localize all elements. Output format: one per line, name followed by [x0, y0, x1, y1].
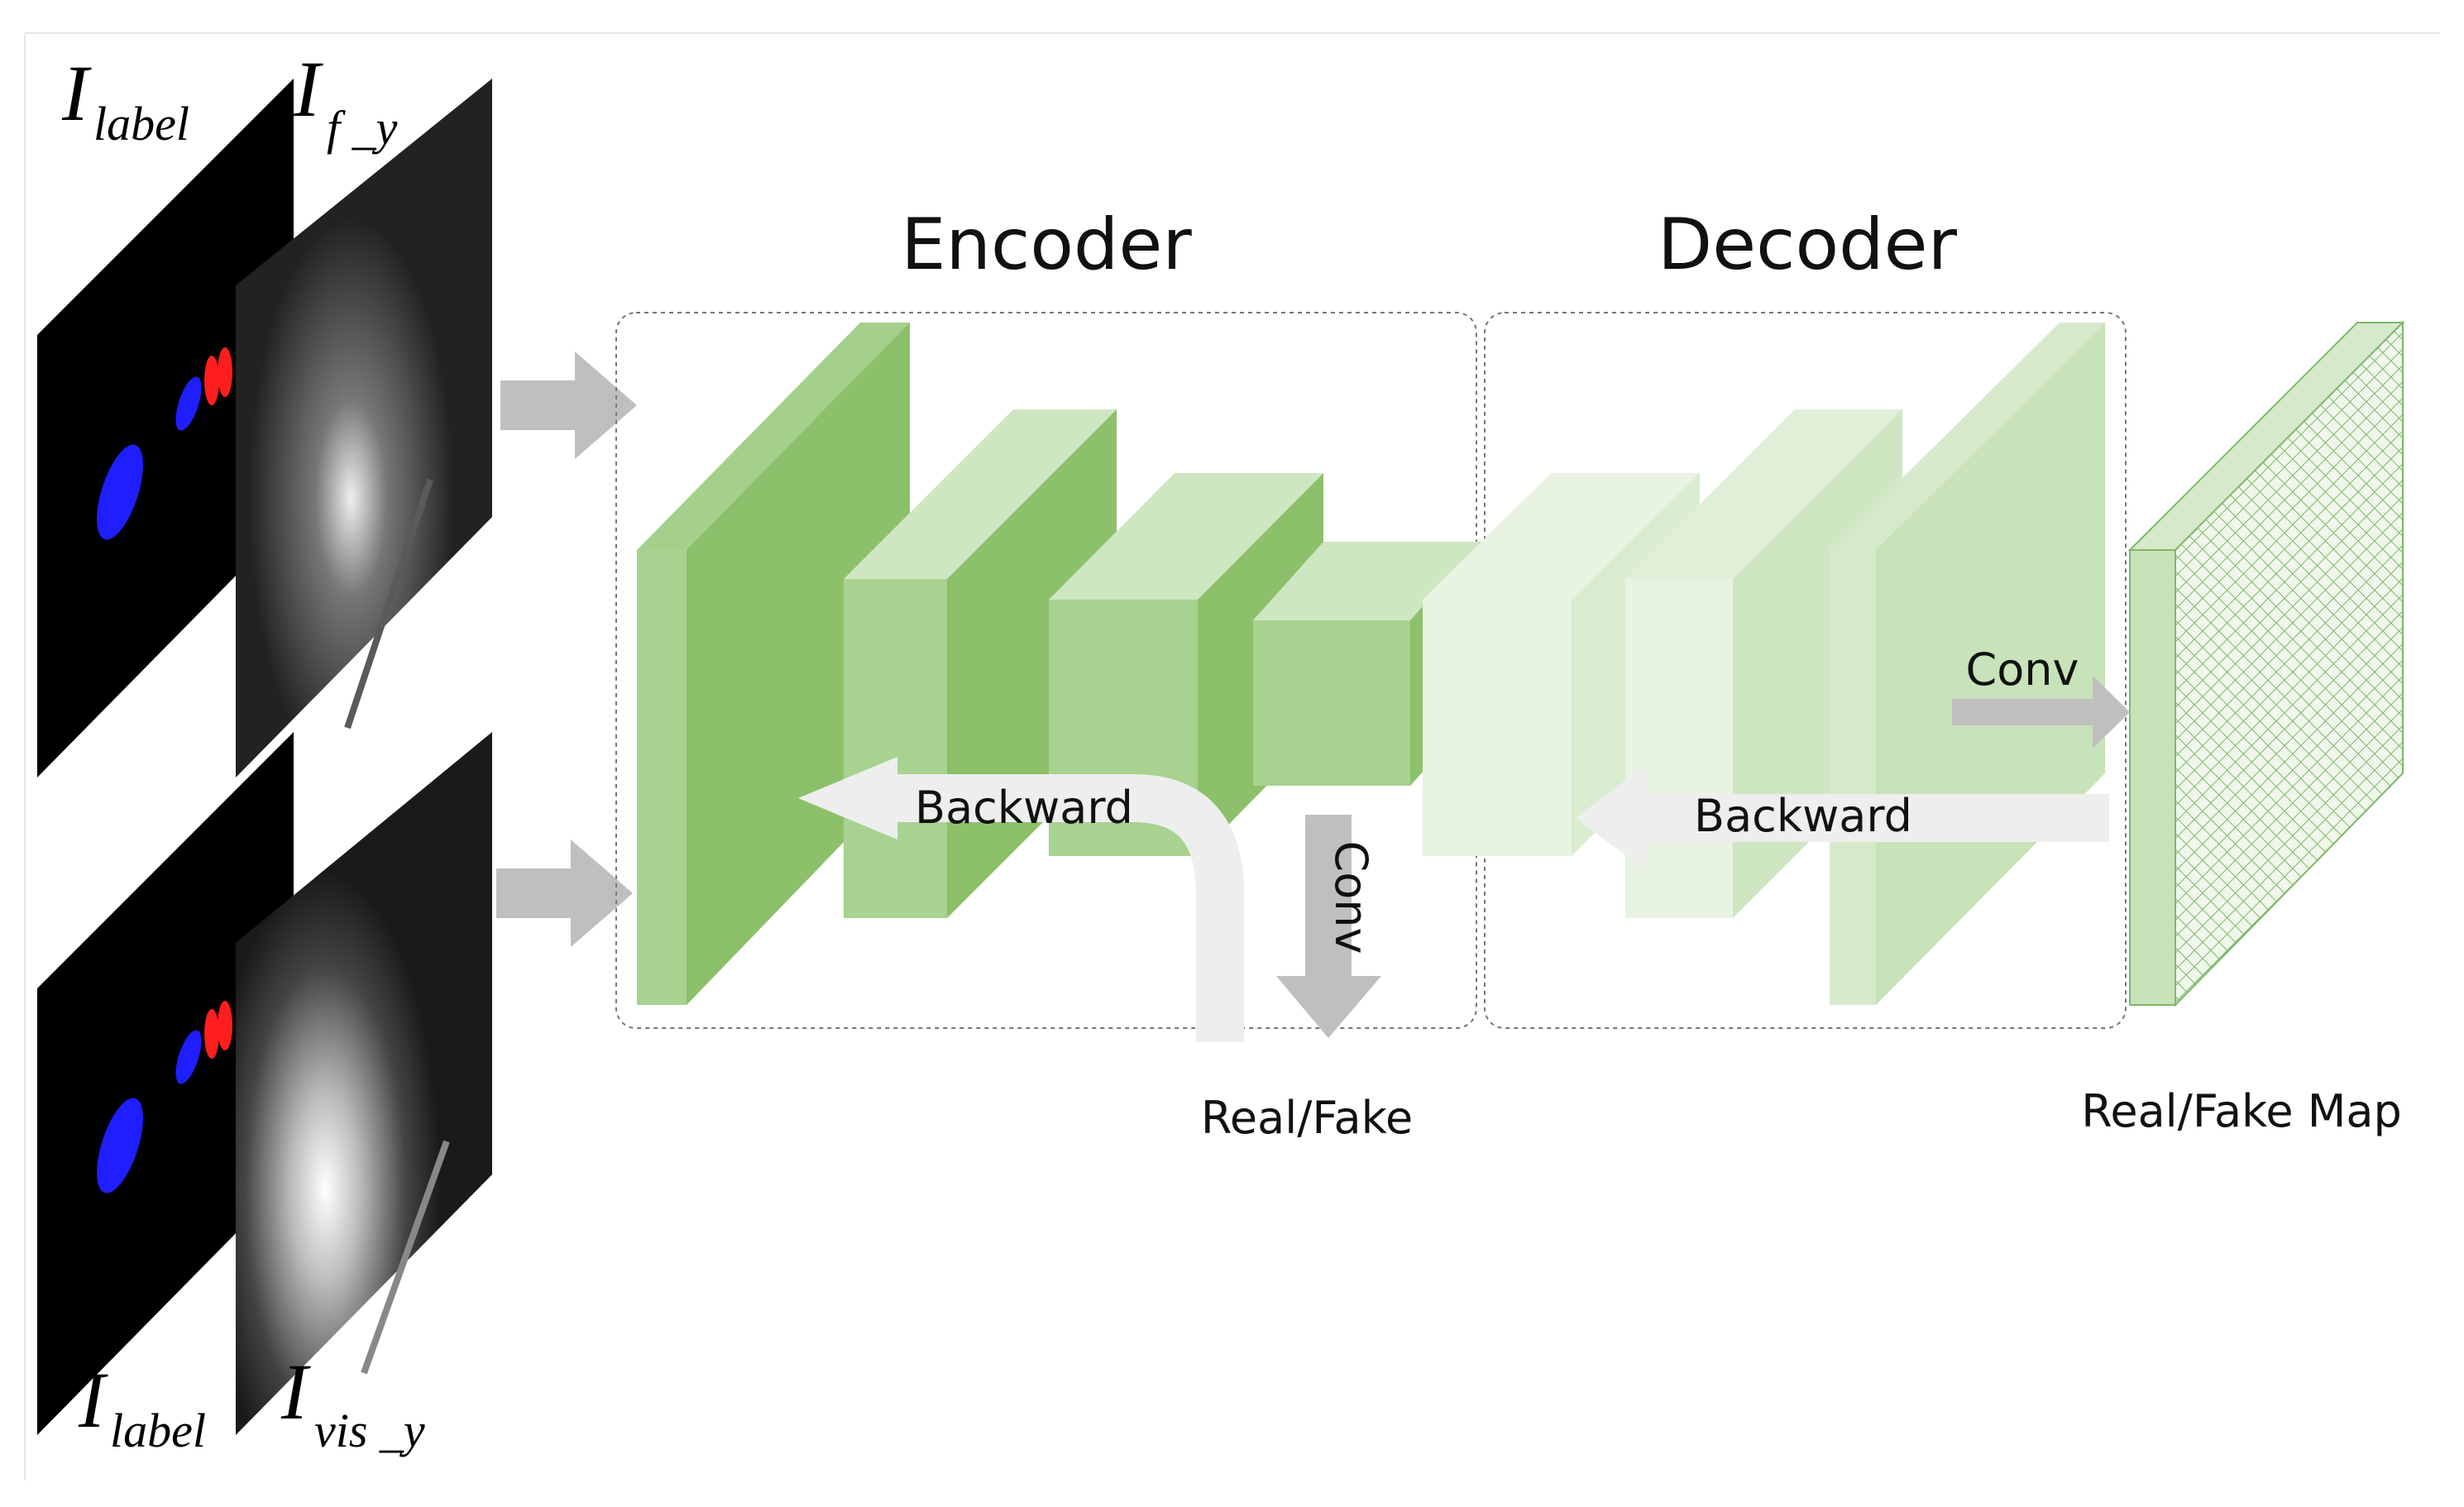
- mask-blue-small-bottom: [175, 1030, 202, 1084]
- encoder-container: [615, 312, 1477, 1029]
- mask-red-left-top: [204, 356, 219, 405]
- decoder-backward-arrow-shaft: [1646, 794, 2109, 842]
- input-stack-bottom: [37, 732, 492, 1435]
- encoder-block-1: [637, 323, 910, 1005]
- input-arrow-top: [500, 352, 637, 459]
- decoder-heading: Decoder: [1658, 203, 1958, 286]
- input-stack-top: [37, 79, 492, 777]
- encoder-output-label: Real/Fake: [1201, 1092, 1413, 1144]
- encoder-conv-arrow-head: [1276, 976, 1381, 1038]
- input-label-bottom-sub: label: [110, 1404, 206, 1457]
- input-label-top-main: I: [61, 49, 92, 137]
- input-label-bottom-main: I: [78, 1356, 108, 1444]
- label-mask-bottom: [37, 732, 294, 1435]
- mask-blue-blob-bottom: [97, 1098, 143, 1194]
- mask-red-right-top: [218, 347, 232, 397]
- visible-image-bottom: [236, 732, 492, 1435]
- decoder-conv-arrow-shaft: [1952, 699, 2093, 725]
- mask-blue-small-top: [175, 376, 202, 431]
- input-image-top-main: I: [293, 45, 323, 133]
- input-image-top-sub: f _y: [327, 101, 398, 155]
- encoder-conv-label: Conv: [1325, 841, 1377, 954]
- mask-red-left-bottom: [204, 1009, 219, 1059]
- mask-red-right-bottom: [218, 1001, 232, 1050]
- infrared-image-top: [236, 79, 492, 777]
- input-image-bottom-sub: vis _y: [314, 1404, 425, 1457]
- decoder-backward-arrow-head: [1576, 765, 1646, 871]
- input-image-bottom-main: I: [280, 1347, 311, 1436]
- encoder-backward-arrow-shaft: [897, 774, 1244, 1042]
- real-fake-map-block: [2127, 320, 2405, 1007]
- input-label-top-sub: label: [93, 97, 189, 151]
- encoder-backward-label: Backward: [915, 782, 1133, 834]
- road-line-top: [344, 478, 433, 730]
- decoder-conv-label: Conv: [1966, 643, 2079, 696]
- road-line-bottom: [361, 1140, 450, 1375]
- decoder-backward-label: Backward: [1694, 790, 1912, 842]
- encoder-heading: Encoder: [901, 203, 1192, 286]
- decoder-conv-arrow-head: [2093, 676, 2130, 749]
- encoder-conv-arrow-shaft: [1305, 815, 1352, 976]
- svg-text:If _y: If _y: [293, 45, 398, 155]
- mask-blue-blob-top: [97, 444, 143, 540]
- label-mask-top: [37, 79, 294, 777]
- decoder-output-label: Real/Fake Map: [2081, 1085, 2402, 1137]
- encoder-backward-arrow-head: [798, 757, 897, 840]
- input-arrow-bottom: [496, 840, 633, 947]
